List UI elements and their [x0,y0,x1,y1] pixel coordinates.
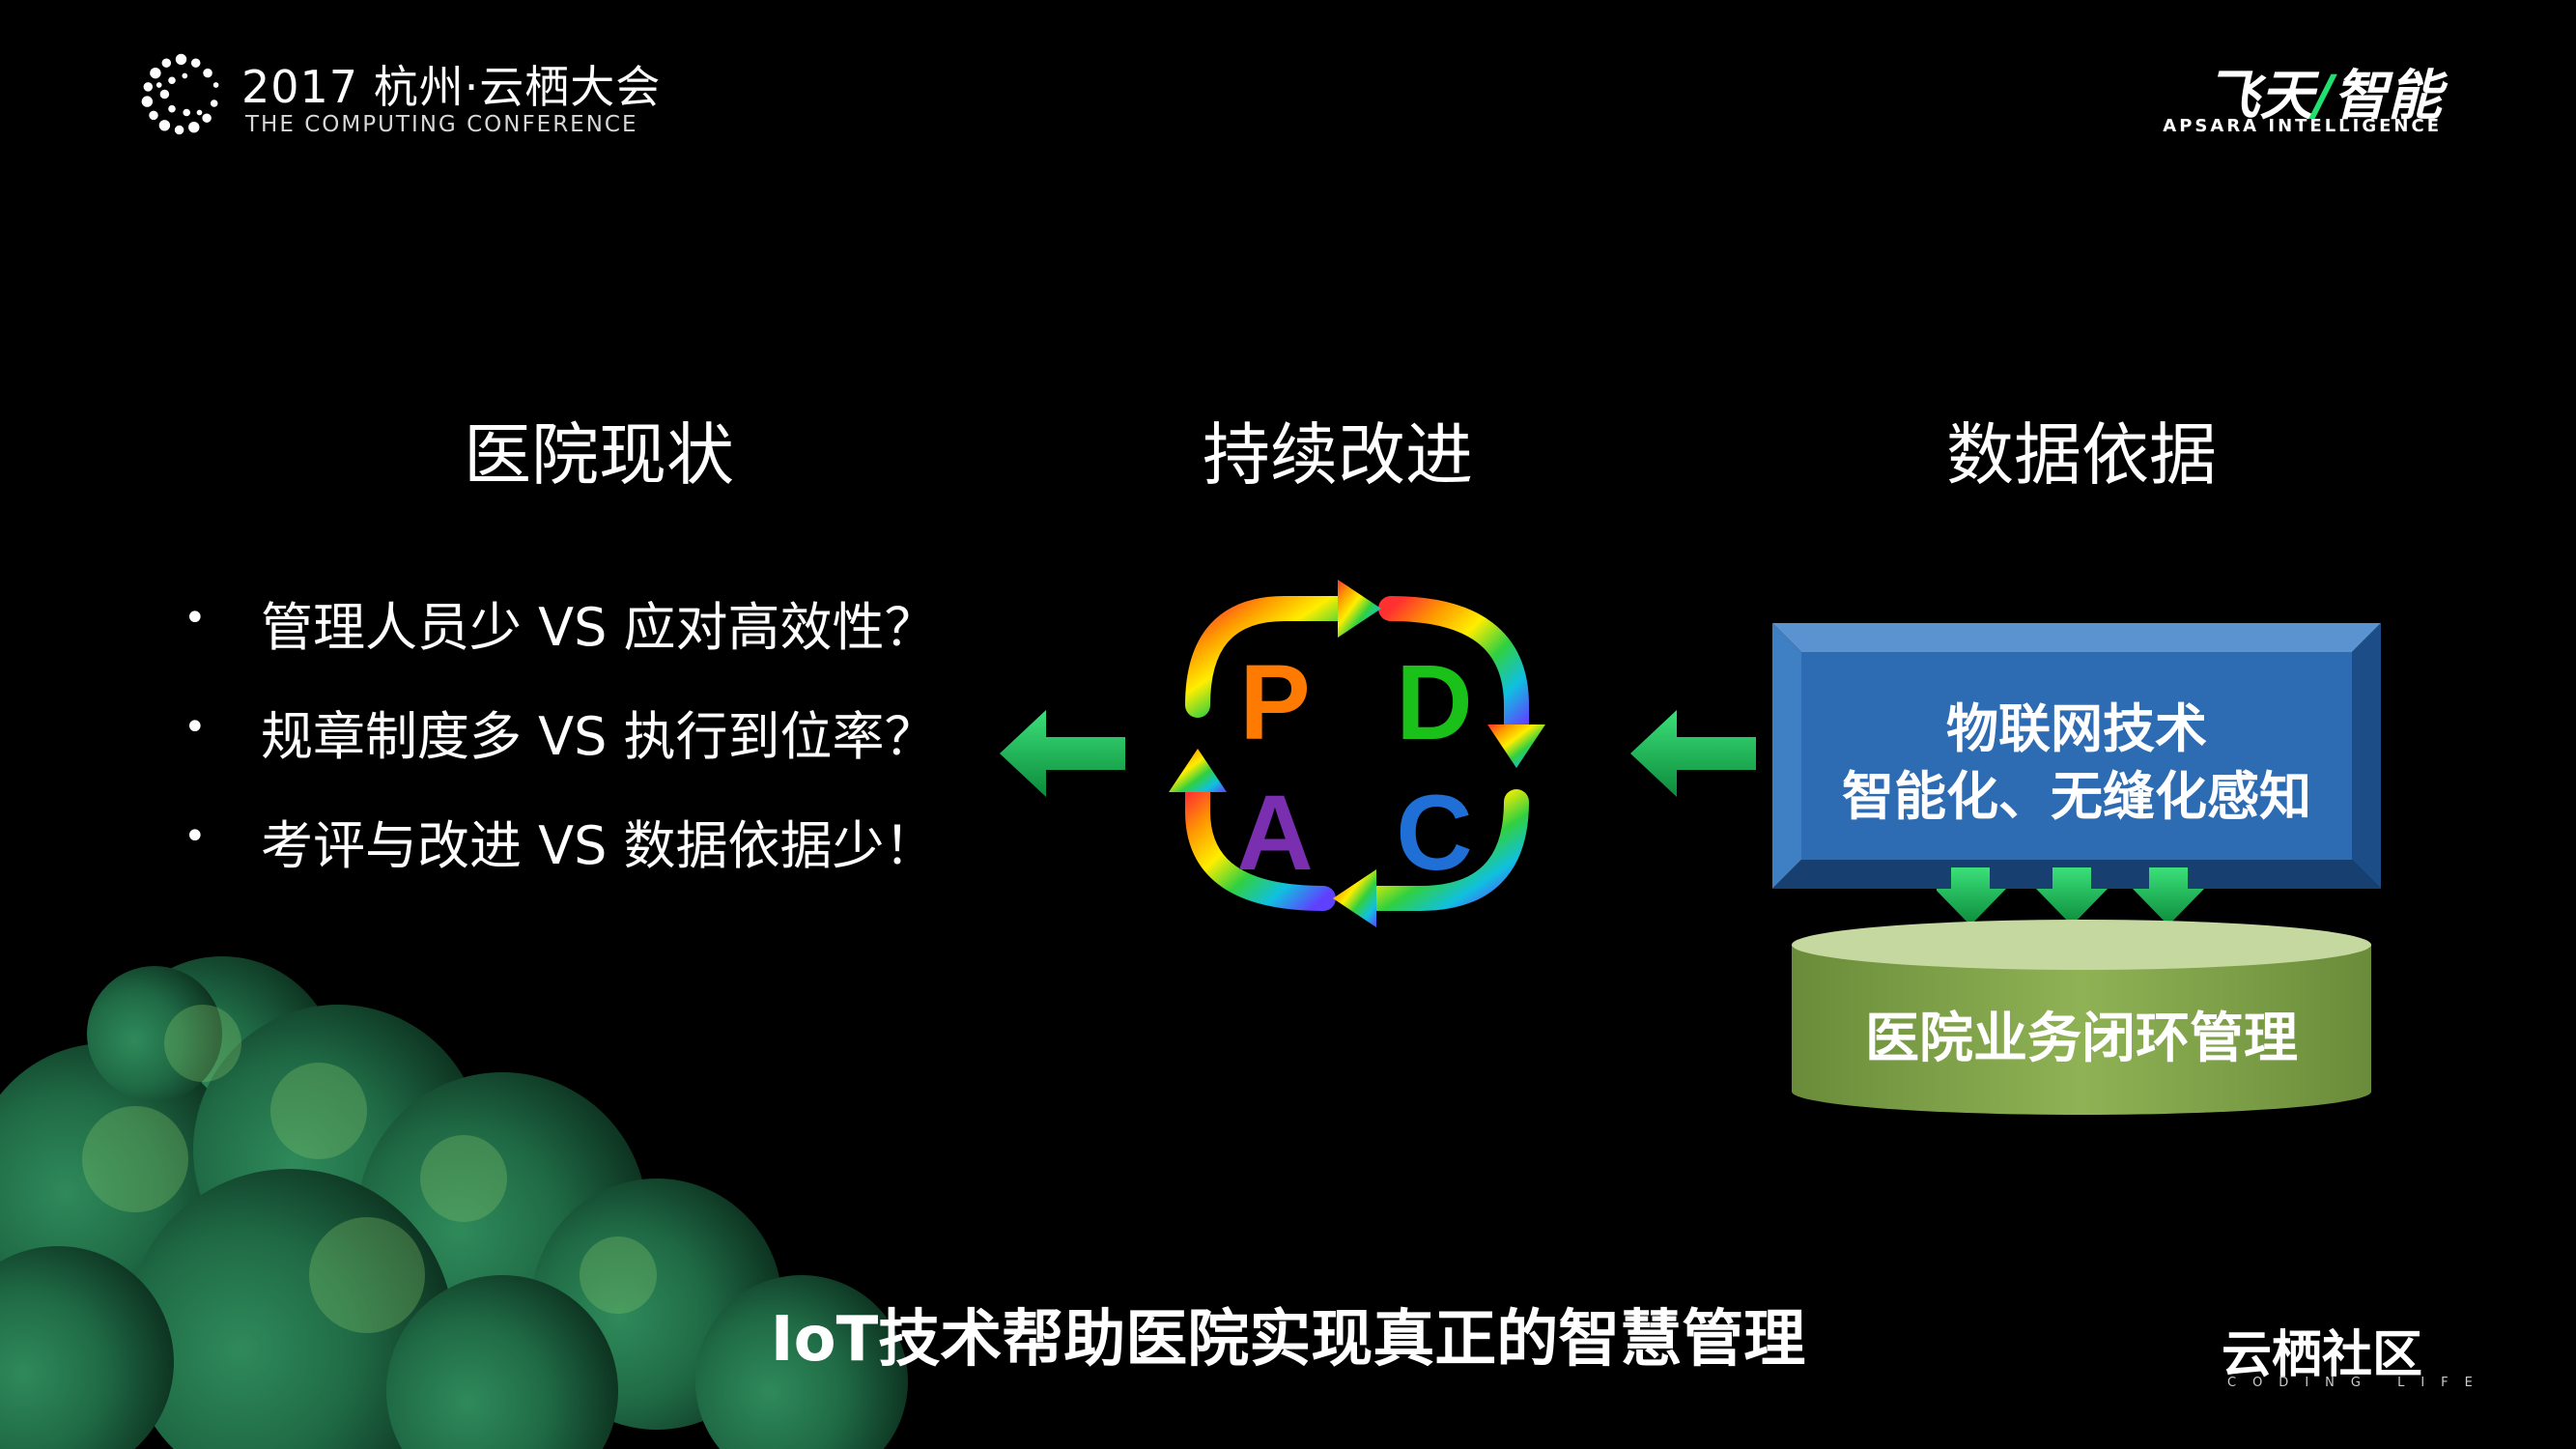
pdca-letter-a: A [1236,774,1313,893]
bullet-item: • 管理人员少 VS 应对高效性？ [184,584,937,694]
status-bullet-list: • 管理人员少 VS 应对高效性？ • 规章制度多 VS 执行到位率？ • 考评… [184,584,937,912]
bullet-text: 管理人员少 VS 应对高效性？ [261,584,937,661]
iot-box-line-2: 智能化、无缝化感知 [1772,753,2381,830]
pdca-cycle-diagram: P D A C [1159,570,1565,947]
pdca-letter-d: D [1396,643,1472,762]
conference-title: 2017 杭州·云栖大会 [241,52,661,116]
bullet-item: • 规章制度多 VS 执行到位率？ [184,694,937,803]
bullet-marker: • [184,803,261,870]
conference-subtitle: THE COMPUTING CONFERENCE [245,112,638,137]
coding-life-tagline: CODING LIFE [2227,1376,2489,1390]
iot-box-line-1: 物联网技术 [1772,686,2381,762]
slide-caption: IoT技术帮助医院实现真正的智慧管理 [580,1290,1996,1378]
bullet-text: 规章制度多 VS 执行到位率？ [261,694,937,770]
section-title-continuous-improvement: 持续改进 [1106,401,1570,498]
bullet-text: 考评与改进 VS 数据依据少！ [261,803,937,879]
bullet-marker: • [184,584,261,652]
conference-logo-icon [135,48,227,140]
left-arrow-icon [1000,710,1125,797]
closed-loop-label: 医院业务闭环管理 [1792,995,2371,1073]
bullet-item: • 考评与改进 VS 数据依据少！ [184,803,937,912]
bullet-marker: • [184,694,261,761]
apsara-brand-english: APSARA INTELLIGENCE [2162,116,2442,136]
pdca-letter-c: C [1396,774,1472,893]
section-title-data-basis: 数据依据 [1850,401,2313,498]
down-arrows-icon [1937,867,2217,925]
left-arrow-icon [1630,710,1756,797]
pdca-letter-p: P [1239,643,1310,762]
section-title-hospital-status: 医院现状 [367,401,831,498]
